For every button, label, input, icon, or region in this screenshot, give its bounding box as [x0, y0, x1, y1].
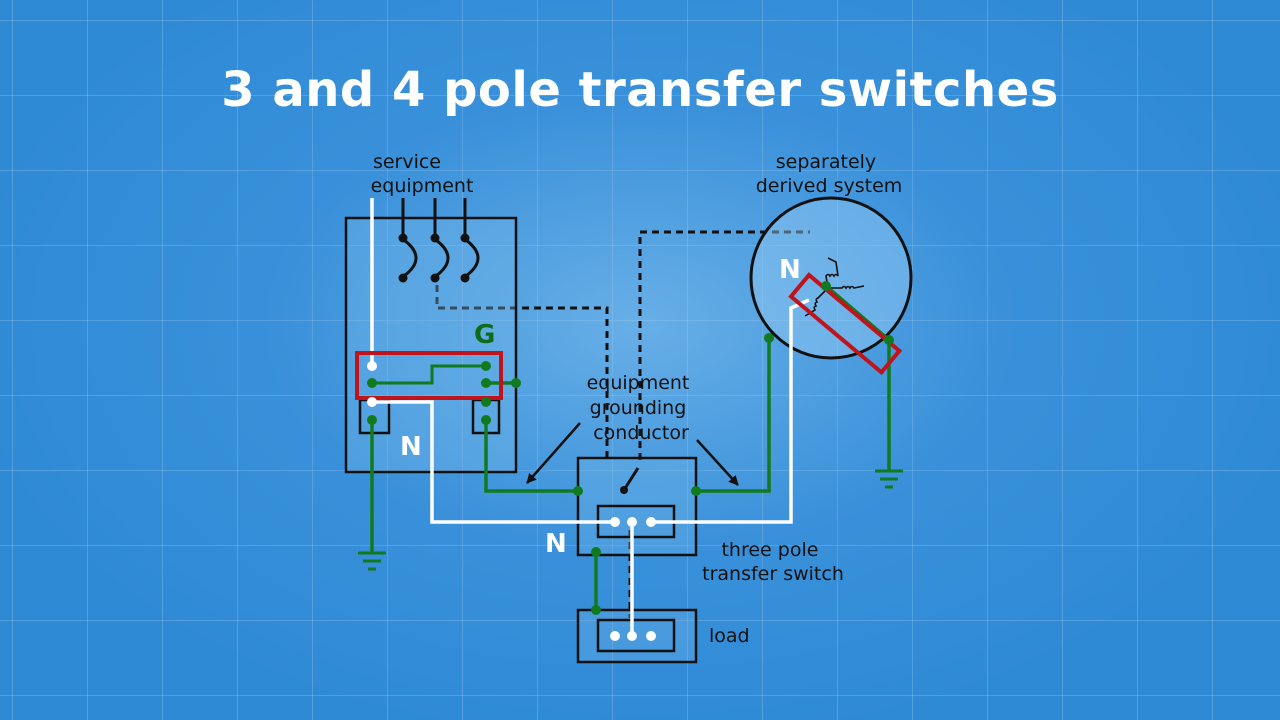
neutral-service-to-switch — [372, 400, 615, 524]
service-bond-link — [372, 364, 486, 385]
equipment-grounding-conductor-label: equipment grounding conductor — [587, 372, 696, 444]
separately-derived-system — [749, 196, 913, 360]
bonding-jumpers — [355, 272, 903, 400]
phase-line-generator — [638, 230, 810, 460]
sds-line-2: derived system — [756, 175, 903, 197]
egc-line-3: conductor — [593, 422, 689, 444]
neutral-label-switch: N — [545, 529, 567, 559]
phase-line-service — [435, 285, 609, 460]
ground-bus-to-switch — [484, 420, 578, 493]
load-terminal-block — [596, 618, 676, 653]
three-pole-transfer-switch-label: three pole transfer switch — [702, 539, 844, 585]
neutral-label-service: N — [400, 432, 422, 462]
service-equipment-line-2: equipment — [371, 175, 474, 197]
system-bonding-jumper — [788, 272, 903, 376]
ground-electrode-symbols — [358, 469, 903, 571]
service-breakers — [401, 198, 480, 278]
tps-line-1: three pole — [721, 539, 818, 561]
page-title: 3 and 4 pole transfer switches — [221, 62, 1059, 118]
egc-line-2: grounding — [590, 397, 687, 419]
egc-line-1: equipment — [587, 372, 690, 394]
generator-circle — [749, 196, 913, 360]
transfer-switch-contact — [620, 467, 640, 494]
egc-arrows — [526, 422, 739, 486]
phase-conductors — [435, 230, 810, 618]
separately-derived-system-label: separately derived system — [756, 151, 903, 197]
ground-switch-to-generator — [696, 338, 771, 493]
neutral-label-generator: N — [779, 255, 801, 285]
terminal-dots — [367, 281, 894, 641]
service-equipment-line-1: service — [373, 151, 441, 173]
main-bonding-jumper — [355, 351, 503, 400]
service-equipment-label: service equipment — [371, 151, 474, 197]
ground-bus-label: G — [474, 320, 495, 350]
tps-line-2: transfer switch — [702, 563, 844, 585]
load-label: load — [709, 625, 750, 647]
generator-windings — [804, 257, 865, 317]
sds-line-1: separately — [776, 151, 876, 173]
